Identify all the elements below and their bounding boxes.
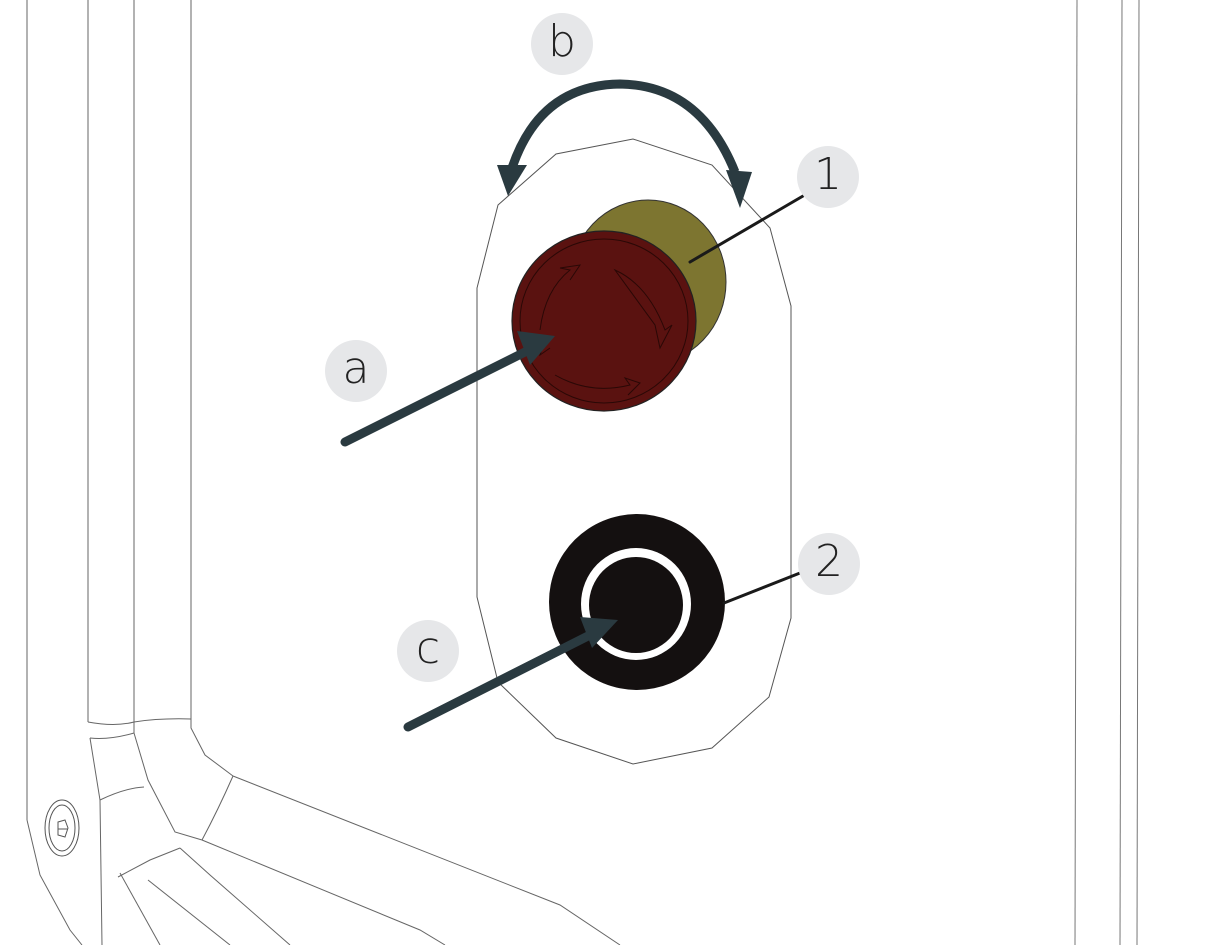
emergency-stop-button xyxy=(511,199,727,412)
press-arrow-c-icon xyxy=(403,617,618,732)
frame-outline-right xyxy=(1074,0,1140,945)
callout-c: c xyxy=(397,620,459,682)
button-plate-outline xyxy=(476,138,792,765)
callout-1: 1 xyxy=(797,146,859,208)
press-arrow-a-icon xyxy=(340,331,555,447)
screw-icon xyxy=(44,799,80,857)
callout-a: a xyxy=(325,340,387,402)
leader-line-1 xyxy=(688,194,805,264)
leader-line-2 xyxy=(722,571,802,605)
push-button xyxy=(549,514,725,690)
frame-outline-left xyxy=(26,0,621,945)
rotate-arrow-icon xyxy=(497,79,752,208)
callout-b: b xyxy=(531,13,593,75)
callout-2: 2 xyxy=(798,533,860,595)
